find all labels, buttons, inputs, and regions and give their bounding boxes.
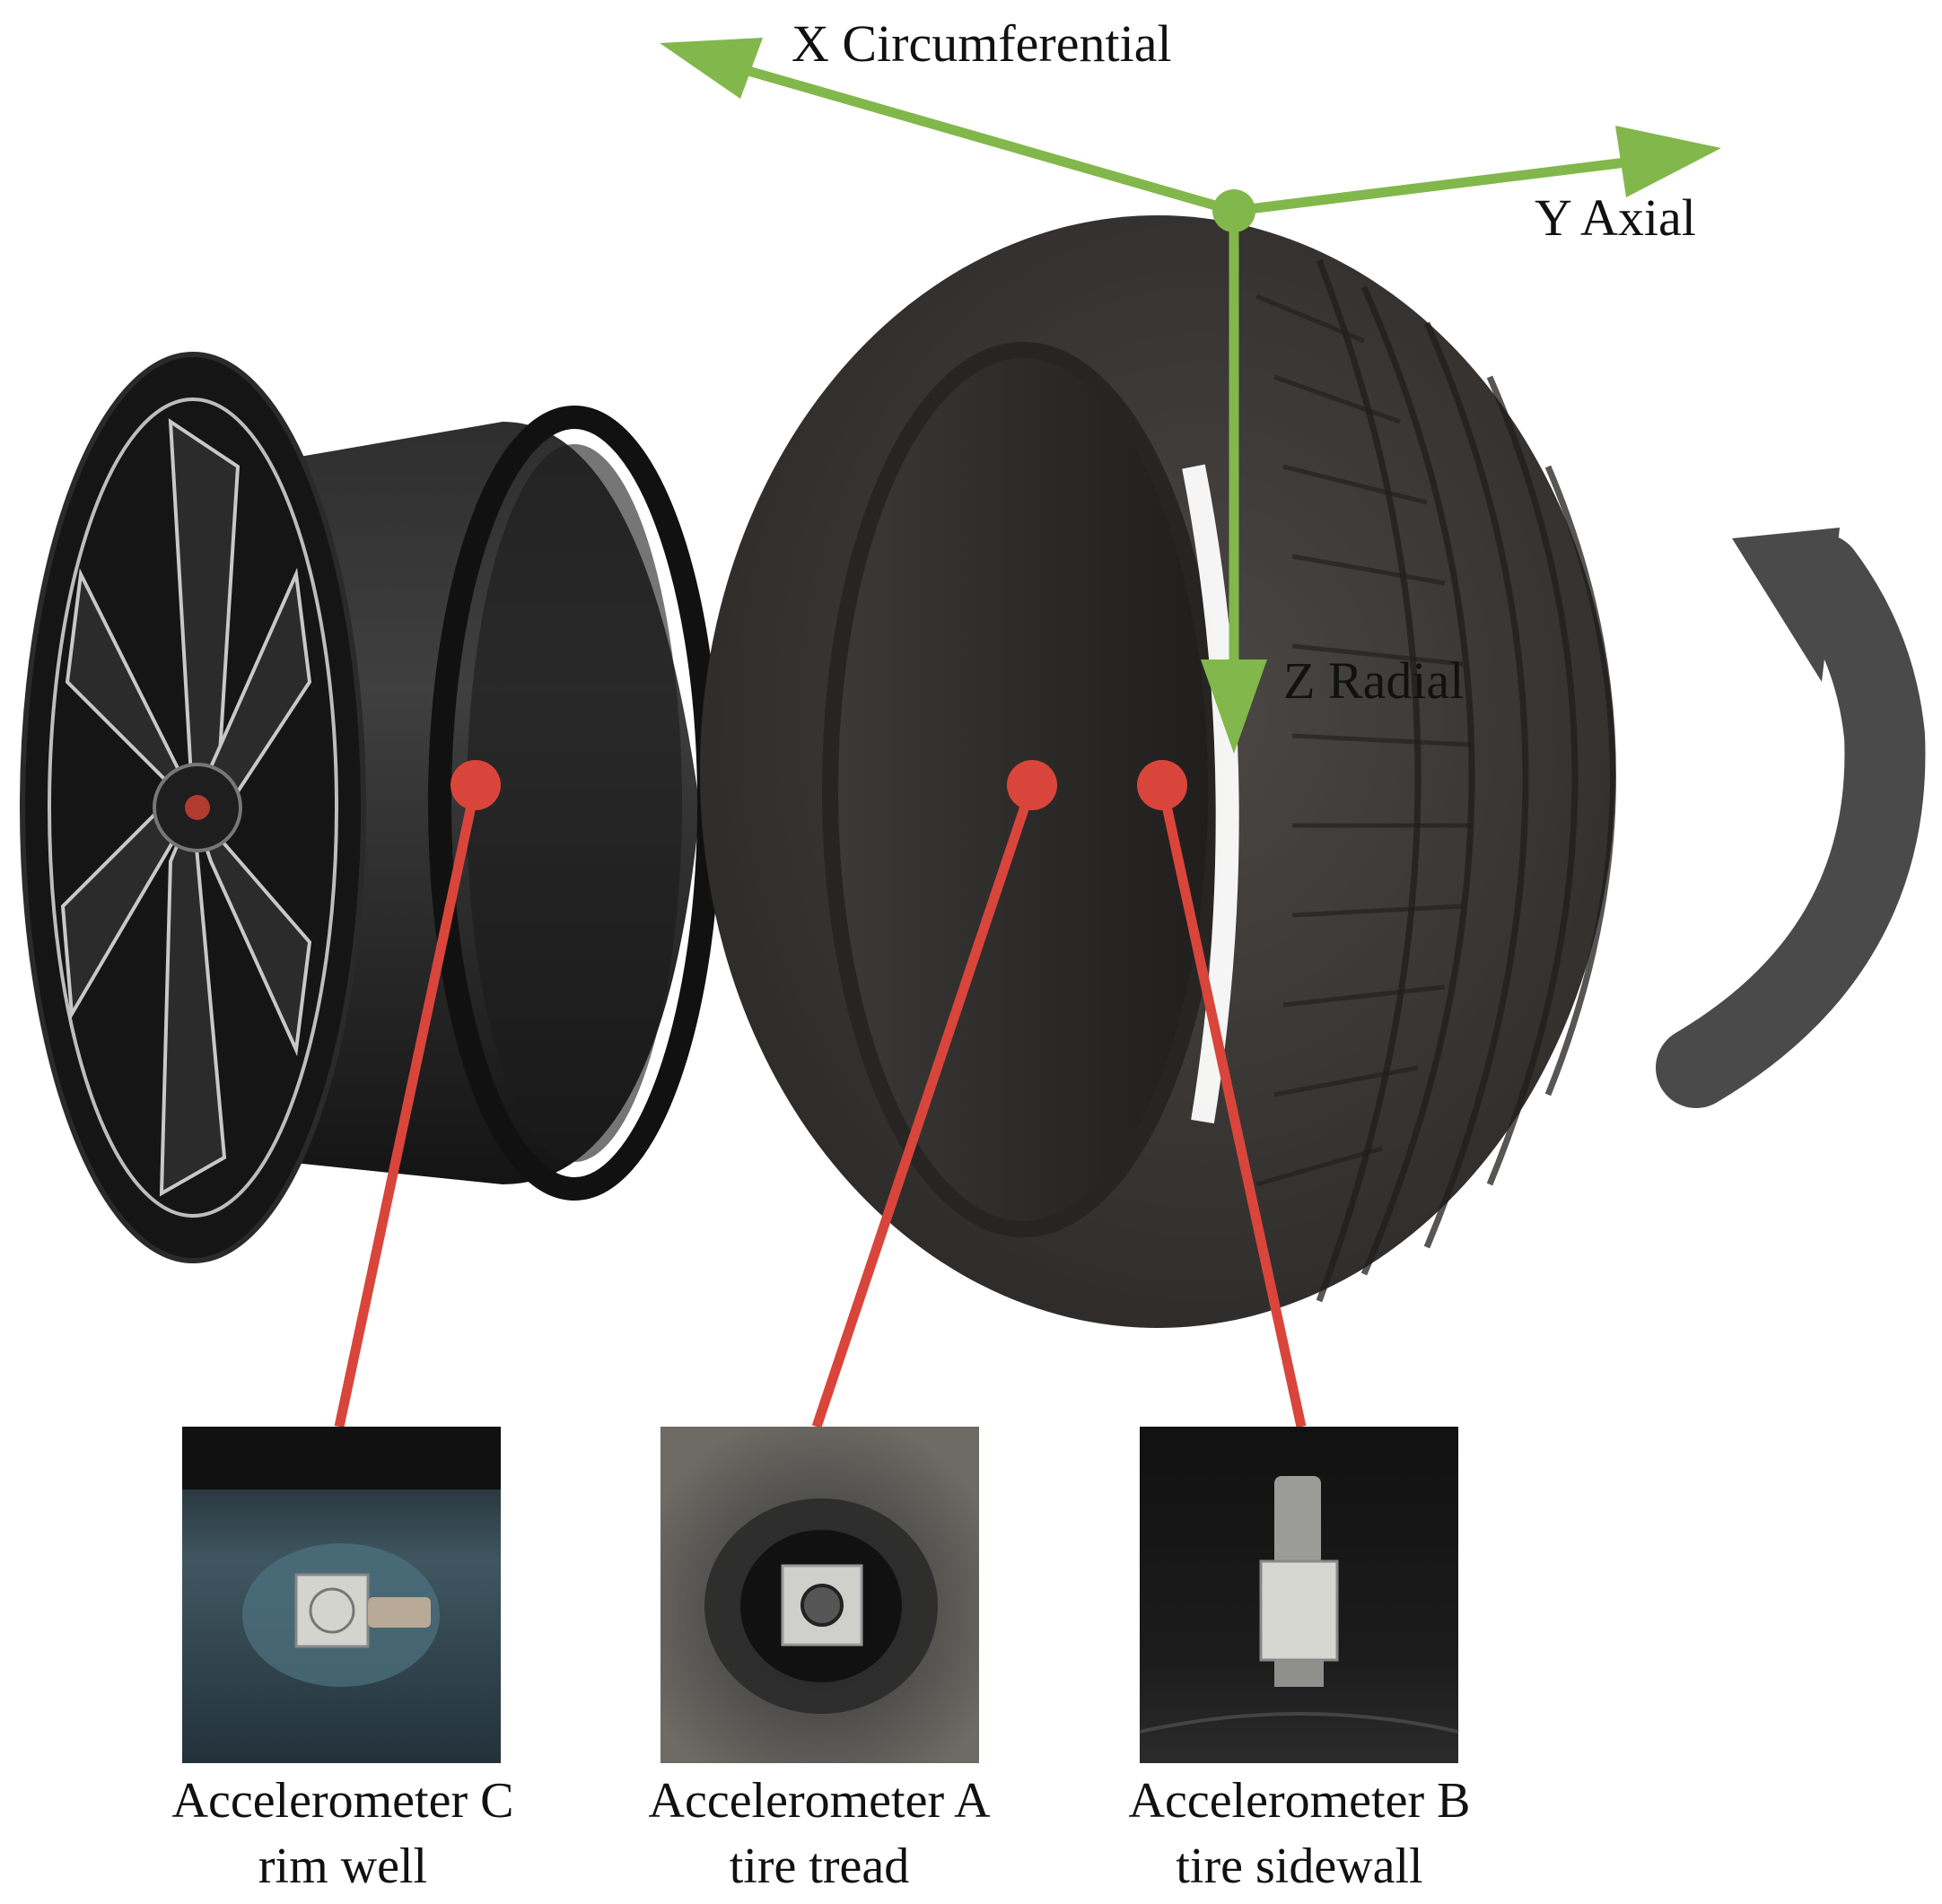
x-axis-arrow	[734, 62, 1236, 216]
caption-a-name: Accelerometer A	[649, 1773, 991, 1829]
axes-origin	[1212, 189, 1255, 232]
leader-line-b	[1157, 783, 1307, 1428]
leader-line-a	[811, 783, 1037, 1428]
z-axis-label: Z Radial	[1283, 651, 1464, 710]
sensor-dot-c	[451, 760, 501, 810]
caption-b-location: tire sidewall	[1176, 1838, 1422, 1894]
caption-c-location: rim well	[258, 1838, 427, 1894]
x-axis-label: X Circumferential	[792, 14, 1172, 73]
curved-rotation-arrow-icon	[1656, 528, 1926, 1108]
coordinate-axes: X Circumferential Y Axial Z Radial	[660, 14, 1721, 754]
sensor-dot-b	[1137, 760, 1187, 810]
photo-accelerometer-c	[182, 1427, 501, 1763]
photo-accelerometer-a	[660, 1427, 979, 1763]
photo-accelerometer-b	[1139, 1427, 1459, 1763]
caption-a-location: tire tread	[730, 1838, 910, 1894]
sensor-dot-a	[1007, 760, 1057, 810]
captions: Accelerometer C rim well Accelerometer A…	[172, 1773, 1471, 1894]
leader-line-c	[334, 783, 481, 1428]
caption-b-name: Accelerometer B	[1129, 1773, 1471, 1829]
y-axis-label: Y Axial	[1535, 188, 1696, 247]
tire-tread	[1316, 258, 1616, 1303]
wheel-rim-icon	[20, 352, 721, 1263]
sensor-leaders	[334, 760, 1307, 1428]
y-axis-arrow	[1233, 156, 1634, 216]
caption-c-name: Accelerometer C	[172, 1773, 514, 1829]
